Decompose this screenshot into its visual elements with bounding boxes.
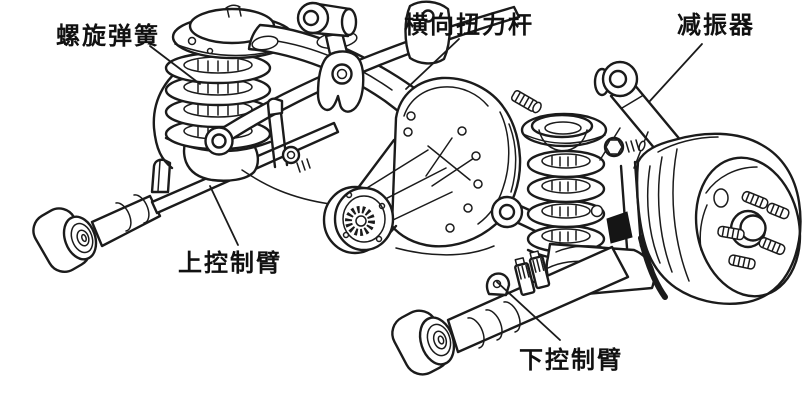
drum-hole xyxy=(713,188,729,208)
torsion-bar-rod xyxy=(214,5,521,147)
wheel-stud xyxy=(728,254,756,270)
spring-coils-right xyxy=(526,149,606,254)
upper-arm-sleeve-ring xyxy=(115,202,132,232)
differential-housing-drawing xyxy=(322,76,558,256)
label-upper-control-arm: 上控制臂 xyxy=(178,249,282,277)
beam-slot xyxy=(251,35,279,51)
leader-lines xyxy=(149,38,703,341)
label-transverse-torsion-bar: 横向扭力杆 xyxy=(404,11,534,39)
brake-drum-drawing xyxy=(635,132,802,305)
bracket-hex-bolt xyxy=(603,136,625,158)
mount-bolt xyxy=(281,145,301,165)
leader-coil-spring xyxy=(149,45,201,85)
wheel-stud xyxy=(741,190,769,210)
mount-strut xyxy=(266,97,311,173)
lower-arm-clamp xyxy=(514,250,551,296)
driveshaft-flange xyxy=(322,185,395,255)
leader-shock-absorber xyxy=(648,43,703,103)
cover-bolts xyxy=(403,111,483,233)
labels: 螺旋弹簧 横向扭力杆 减振器 上控制臂 下控制臂 xyxy=(56,11,755,374)
torsion-bar-bracket xyxy=(296,1,365,113)
wheel-stud xyxy=(766,202,790,220)
top-stud xyxy=(510,90,542,114)
bracket-eye xyxy=(331,63,353,85)
wheel-stud xyxy=(717,225,745,241)
leader-upper-control-arm xyxy=(209,185,239,246)
shock-lower-bracket xyxy=(599,127,649,169)
drum-face xyxy=(694,156,802,298)
diff-dome xyxy=(390,76,522,248)
lower-control-arm-drawing xyxy=(391,245,630,376)
upper-arm-bracket-tab xyxy=(150,158,172,194)
rubber-bushing-block xyxy=(606,211,633,244)
upper-arm-sleeve-ring xyxy=(133,194,150,224)
label-lower-control-arm: 下控制臂 xyxy=(519,346,623,374)
wheel-stud xyxy=(758,236,786,256)
label-coil-spring: 螺旋弹簧 xyxy=(56,22,160,50)
upper-arm-sleeve xyxy=(90,194,162,248)
lower-arm-tab xyxy=(485,272,511,297)
coil-spring-right-drawing xyxy=(520,112,608,261)
drum-silhouette xyxy=(635,132,802,305)
leader-torsion-bar xyxy=(405,38,460,90)
leader-lower-control-arm xyxy=(496,281,561,341)
drum-edge-shading xyxy=(638,235,668,300)
label-shock-absorber: 减振器 xyxy=(677,12,755,39)
